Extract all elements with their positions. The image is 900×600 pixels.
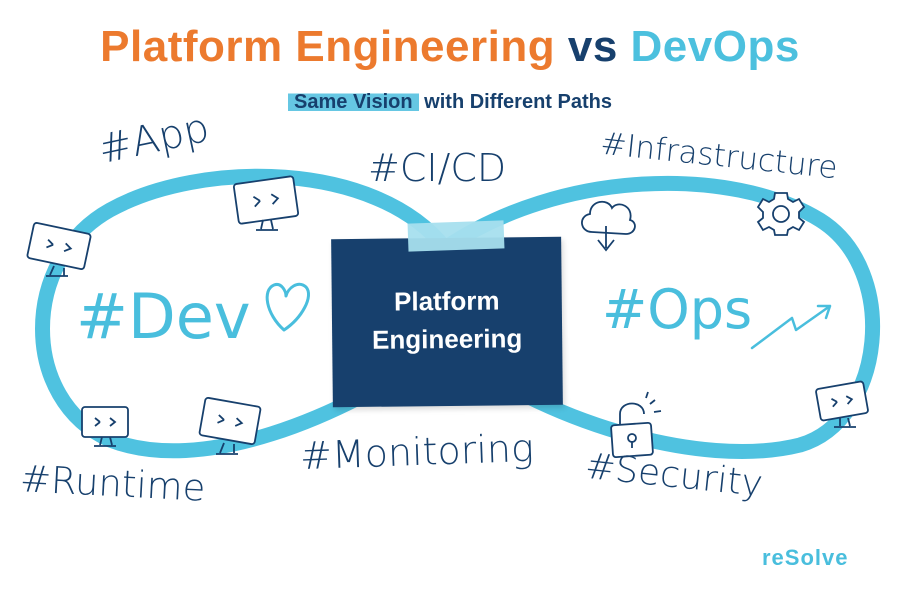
label-cicd: #CI/CD bbox=[368, 146, 507, 190]
monitor-code-icon bbox=[26, 222, 92, 277]
subtitle: Same Vision with Different Paths bbox=[0, 91, 900, 114]
subtitle-highlight: Same Vision bbox=[288, 91, 419, 113]
platform-engineering-card: Platform Engineering bbox=[331, 236, 563, 408]
monitor-code-icon bbox=[815, 380, 869, 428]
trend-arrow-icon bbox=[750, 304, 832, 350]
cloud-download-icon bbox=[581, 200, 636, 252]
label-ops: #Ops bbox=[602, 278, 753, 341]
page-title: Platform Engineering vs DevOps bbox=[0, 22, 900, 72]
monitor-code-icon bbox=[198, 397, 262, 455]
title-platform-engineering: Platform Engineering bbox=[100, 22, 556, 71]
card-line-1: Platform bbox=[393, 285, 500, 317]
gear-icon bbox=[756, 192, 806, 236]
title-vs: vs bbox=[567, 22, 618, 71]
card-text: Platform Engineering bbox=[332, 281, 563, 359]
tape-strip bbox=[407, 220, 505, 252]
card-line-2: Engineering bbox=[371, 323, 523, 355]
padlock-icon bbox=[610, 391, 662, 459]
title-devops: DevOps bbox=[630, 22, 800, 71]
monitor-code-icon bbox=[81, 406, 129, 447]
label-dev: #Dev bbox=[76, 280, 251, 353]
label-monitoring: #Monitoring bbox=[299, 425, 535, 479]
heart-icon bbox=[265, 282, 310, 332]
monitor-code-icon bbox=[232, 175, 300, 231]
subtitle-rest: with Different Paths bbox=[424, 91, 612, 113]
resolve-logo: reSolve bbox=[762, 545, 849, 570]
